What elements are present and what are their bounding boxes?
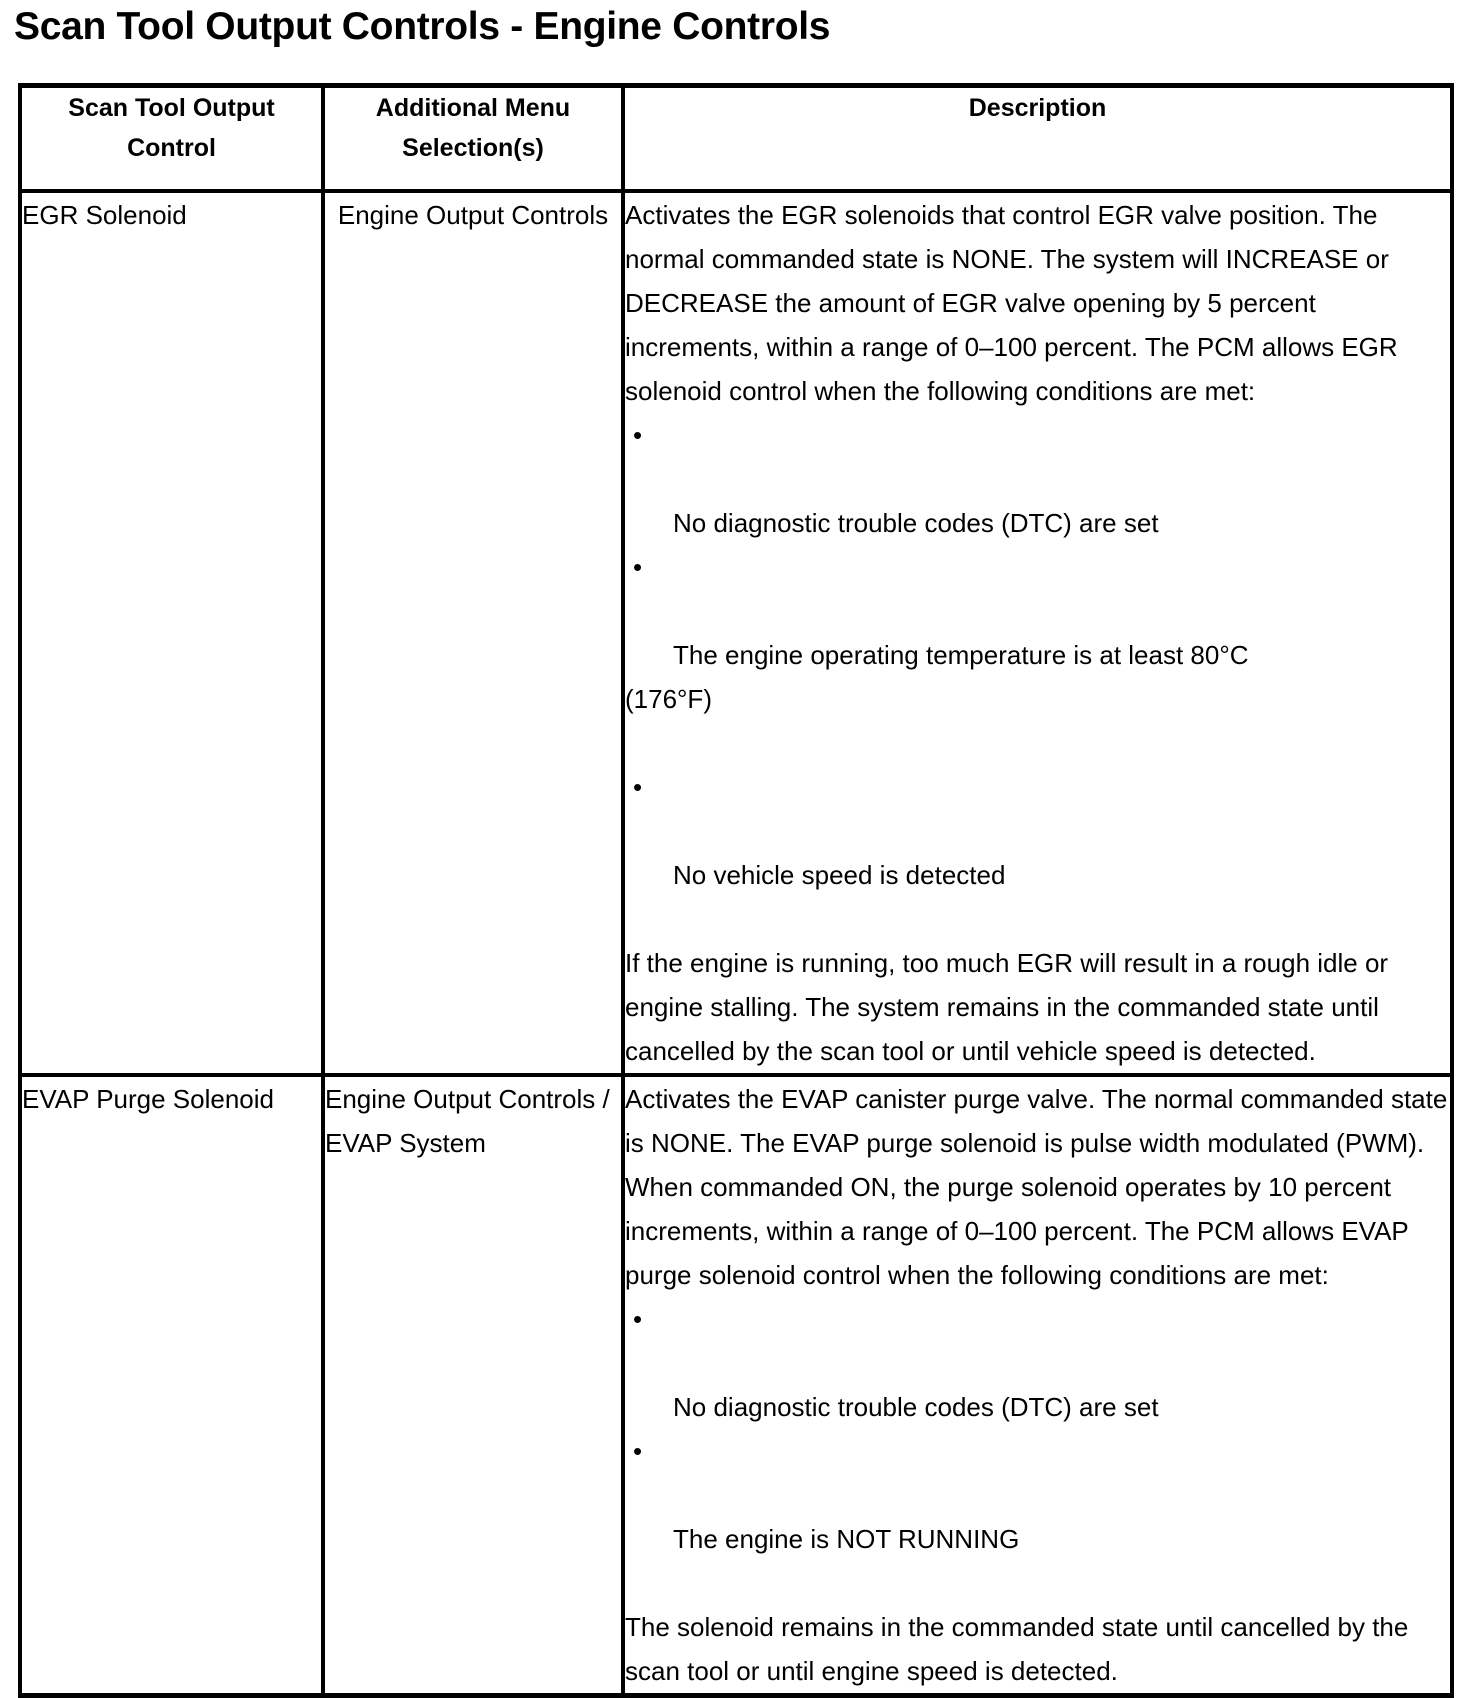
page-title: Scan Tool Output Controls - Engine Contr…: [14, 5, 831, 48]
condition-text: The engine operating temperature is at l…: [673, 640, 1249, 670]
description-intro: Activates the EVAP canister purge valve.…: [625, 1084, 1448, 1290]
condition-text: No diagnostic trouble codes (DTC) are se…: [673, 1392, 1159, 1422]
cell-menu-egr-solenoid: Engine Output Controls: [323, 191, 625, 1077]
list-item: • The engine operating temperature is at…: [625, 545, 1450, 765]
bullet-icon: •: [633, 552, 643, 582]
cell-control-evap-purge-solenoid: EVAP Purge Solenoid: [20, 1075, 325, 1696]
list-item: • No diagnostic trouble codes (DTC) are …: [625, 413, 1450, 545]
conditions-list: • No diagnostic trouble codes (DTC) are …: [625, 413, 1450, 897]
bullet-icon: •: [633, 420, 643, 450]
table-row: EVAP Purge Solenoid Engine Output Contro…: [20, 1075, 1452, 1696]
table-row: EGR Solenoid Engine Output Controls Acti…: [20, 191, 1452, 1077]
column-header-description: Description: [623, 85, 1452, 193]
column-header-scan-tool-output-control: Scan Tool Output Control: [20, 85, 325, 193]
bullet-icon: •: [633, 1436, 643, 1466]
cell-description-egr-solenoid: Activates the EGR solenoids that control…: [623, 191, 1452, 1077]
list-item: • No diagnostic trouble codes (DTC) are …: [625, 1297, 1450, 1429]
table-header: Scan Tool Output Control Additional Menu…: [20, 85, 1452, 193]
description-closing: The solenoid remains in the commanded st…: [625, 1612, 1409, 1686]
scan-tool-output-controls-table: Scan Tool Output Control Additional Menu…: [18, 83, 1454, 1698]
table-body: EGR Solenoid Engine Output Controls Acti…: [20, 191, 1452, 1696]
description-closing: If the engine is running, too much EGR w…: [625, 948, 1389, 1066]
list-item: • The engine is NOT RUNNING: [625, 1429, 1450, 1561]
conditions-list: • No diagnostic trouble codes (DTC) are …: [625, 1297, 1450, 1561]
document-page: Scan Tool Output Controls - Engine Contr…: [14, 5, 1454, 1698]
table-header-row: Scan Tool Output Control Additional Menu…: [20, 85, 1452, 193]
condition-continuation: (176°F): [625, 684, 712, 714]
condition-text: No diagnostic trouble codes (DTC) are se…: [673, 508, 1159, 538]
scan-tool-output-controls-table-wrapper: Scan Tool Output Control Additional Menu…: [18, 83, 1454, 1698]
bullet-icon: •: [633, 1304, 643, 1334]
column-header-additional-menu-selections: Additional Menu Selection(s): [323, 85, 625, 193]
bullet-icon: •: [633, 772, 643, 802]
cell-description-evap-purge-solenoid: Activates the EVAP canister purge valve.…: [623, 1075, 1452, 1696]
description-intro: Activates the EGR solenoids that control…: [625, 200, 1398, 406]
condition-text: No vehicle speed is detected: [673, 860, 1006, 890]
cell-menu-evap-purge-solenoid: Engine Output Controls / EVAP System: [323, 1075, 625, 1696]
cell-control-egr-solenoid: EGR Solenoid: [20, 191, 325, 1077]
condition-text: The engine is NOT RUNNING: [673, 1524, 1020, 1554]
list-item: • No vehicle speed is detected: [625, 765, 1450, 897]
